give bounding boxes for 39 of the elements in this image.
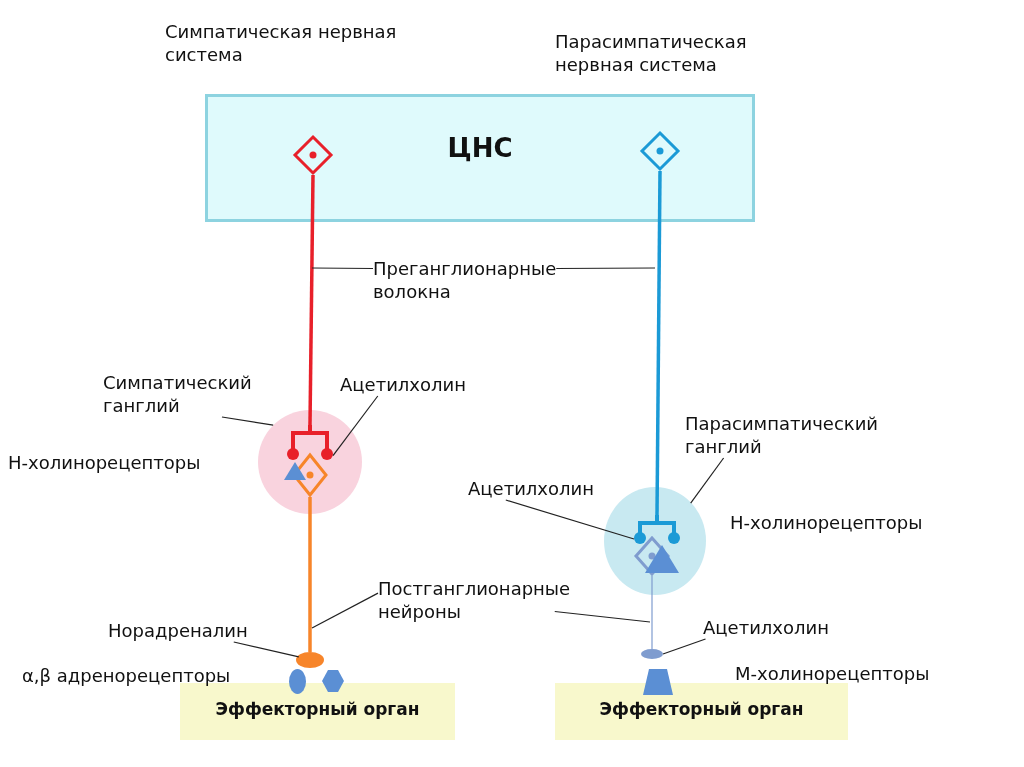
organ-label: Эффекторный орган — [599, 699, 804, 719]
cns-box — [205, 94, 755, 222]
varicosity — [641, 649, 663, 659]
varicosity — [296, 652, 324, 668]
leader-line — [690, 457, 725, 504]
nerve-fiber — [308, 497, 312, 652]
nerve-terminal — [634, 515, 680, 545]
leader-line — [332, 395, 379, 457]
label-text: Н-холинорецепторы — [730, 511, 924, 534]
transmitter-label: Ацетилхолин — [468, 477, 594, 500]
leader-line — [221, 416, 274, 426]
label-text: α,β адренорецепторы — [22, 664, 232, 687]
ganglion-label: Симпатический ганглий — [103, 371, 252, 417]
ganglion-label: Парасимпатический ганглий — [685, 412, 879, 458]
transmitter-label: Норадреналин — [108, 619, 248, 642]
transmitter-label: Ацетилхолин — [340, 373, 466, 396]
leader-line — [555, 267, 656, 270]
fiber-label: Постганглионарные нейроны — [378, 577, 571, 623]
system-title: ЦНС — [447, 133, 513, 163]
organ-label: Эффекторный орган — [215, 699, 420, 719]
leader-line — [662, 638, 707, 655]
label-text: Парасимпатическая нервная система — [555, 30, 748, 76]
nerve-fiber — [651, 575, 653, 650]
fiber-label: Преганглионарные волокна — [373, 257, 557, 303]
leader-line — [233, 641, 300, 658]
leader-line — [311, 592, 379, 629]
nerve-fiber — [655, 171, 662, 515]
nerve-terminal — [287, 425, 333, 461]
leader-line — [505, 499, 635, 540]
neuron-body-diamond — [640, 131, 680, 171]
label-text: Симпатическая нервная система — [165, 20, 398, 66]
label-text: М-холинорецепторы — [735, 662, 931, 685]
neuron-body-diamond — [293, 135, 333, 175]
label-text: Н-холинорецепторы — [8, 451, 202, 474]
leader-line — [311, 267, 374, 270]
transmitter-label: Ацетилхолин — [703, 616, 829, 639]
effector-organ-box — [555, 683, 848, 740]
leader-line — [554, 610, 651, 623]
nerve-fiber — [308, 174, 315, 426]
